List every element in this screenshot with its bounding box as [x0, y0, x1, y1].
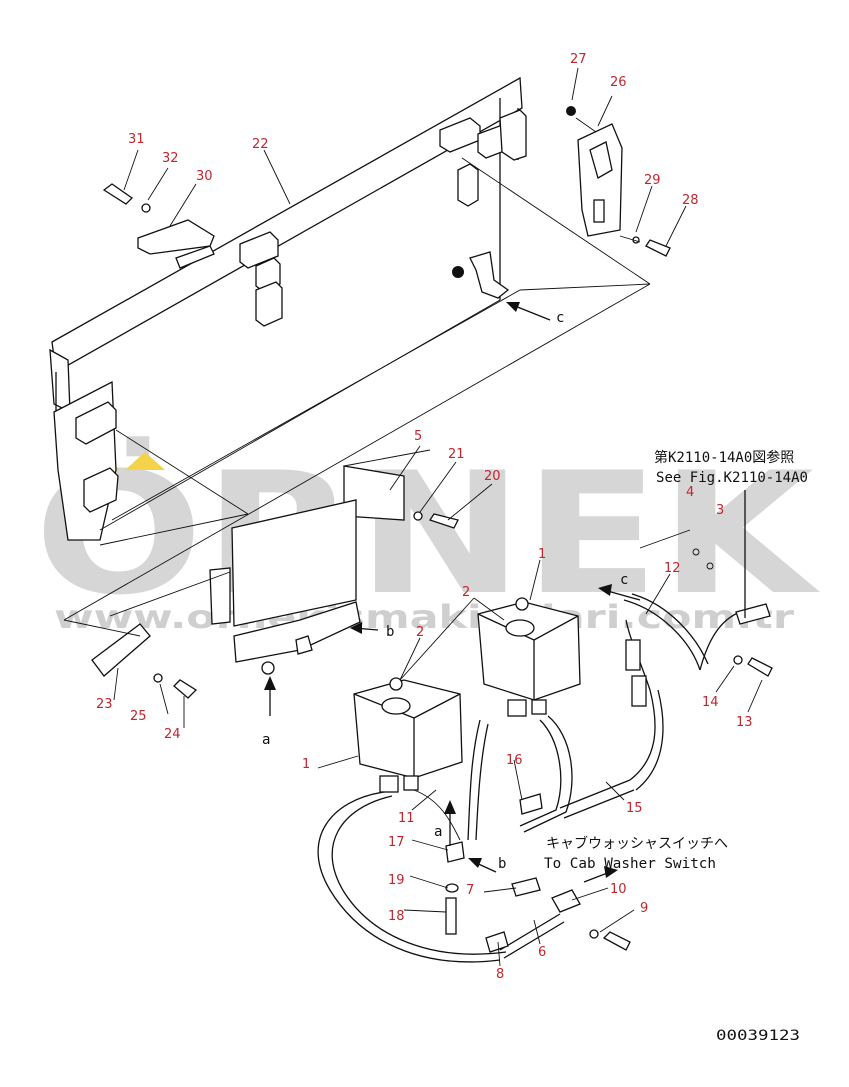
switch-note-en: To Cab Washer Switch: [544, 856, 716, 872]
callout-26: 26: [610, 75, 627, 90]
bracket-26-assembly: [566, 106, 671, 257]
callout-32: 32: [162, 151, 179, 166]
cover-panel-22: [49, 76, 651, 621]
callout-27: 27: [570, 52, 587, 67]
callout-10: 10: [610, 882, 627, 897]
callout-1-upper: 1: [538, 547, 546, 562]
view-label-a-lower: a: [434, 824, 442, 840]
callout-3: 3: [716, 503, 724, 518]
callout-11: 11: [398, 811, 415, 826]
part-callouts: 27 26 22 31 32 30 29 28 5 21 20 1 2 2 1 …: [96, 52, 753, 982]
hose-and-harness: [317, 529, 773, 963]
callout-31: 31: [128, 132, 145, 147]
callout-12: 12: [664, 561, 681, 576]
watermark-brand: ÖRNEK: [34, 436, 821, 632]
callout-13: 13: [736, 715, 753, 730]
callout-25: 25: [130, 709, 147, 724]
watermark-url: www.ornekismakinalari.com.tr: [54, 598, 794, 636]
callout-2-upper: 2: [462, 585, 470, 600]
fig-reference-en: See Fig.K2110-14A0: [656, 470, 808, 486]
leader-lines: [113, 67, 763, 967]
callout-9: 9: [640, 901, 648, 916]
callout-15: 15: [626, 801, 643, 816]
callout-22: 22: [252, 137, 269, 152]
bracket-5-assembly: [63, 449, 459, 699]
callout-24: 24: [164, 727, 181, 742]
callout-7: 7: [466, 883, 474, 898]
callout-18: 18: [388, 909, 405, 924]
callout-20: 20: [484, 469, 501, 484]
washer-tank-lower: [353, 677, 463, 793]
callout-16: 16: [506, 753, 523, 768]
view-label-c-upper: c: [556, 310, 564, 326]
callout-5: 5: [414, 429, 422, 444]
callout-4: 4: [686, 485, 694, 500]
callout-6: 6: [538, 945, 546, 960]
callout-2-lower: 2: [416, 625, 424, 640]
view-label-c-lower: c: [620, 572, 628, 588]
callout-1-lower: 1: [302, 757, 310, 772]
watermark-accent-right: [125, 452, 165, 470]
plate-30-assembly: [102, 183, 215, 269]
callout-17: 17: [388, 835, 405, 850]
callout-14: 14: [702, 695, 719, 710]
callout-23: 23: [96, 697, 113, 712]
drawing-number: 00039123: [716, 1028, 800, 1044]
callout-8: 8: [496, 967, 504, 982]
view-arrows: [264, 302, 746, 883]
view-label-a-upper: a: [262, 732, 270, 748]
switch-note-jp: キャブウォッシャスイッチへ: [546, 835, 728, 852]
callout-30: 30: [196, 169, 213, 184]
view-label-b-lower: b: [498, 856, 506, 872]
callout-29: 29: [644, 173, 661, 188]
watermark: ÖRNEK www.ornekismakinalari.com.tr: [34, 436, 821, 636]
washer-tank-upper: [477, 597, 581, 717]
view-label-b-upper: b: [386, 624, 394, 640]
reference-labels: c b a a b c 第K2110-14A0図参照 See Fig.K2110…: [262, 310, 808, 1044]
fig-reference-jp: 第K2110-14A0図参照: [654, 449, 794, 466]
callout-28: 28: [682, 193, 699, 208]
callout-21: 21: [448, 447, 465, 462]
callout-19: 19: [388, 873, 405, 888]
